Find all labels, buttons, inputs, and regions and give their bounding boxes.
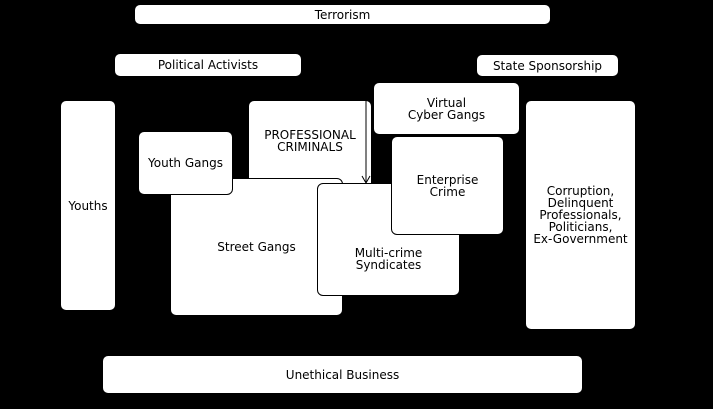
political-activists-label: Political Activists — [157, 58, 259, 72]
virtual-cyber-gangs-box: Virtual Cyber Gangs — [373, 82, 520, 135]
corruption-box: Corruption, Delinquent Professionals, Po… — [525, 100, 636, 330]
multi-crime-syndicates-label: Multi-crime Syndicates — [354, 245, 423, 272]
youth-gangs-box: Youth Gangs — [138, 131, 233, 195]
state-sponsorship-label: State Sponsorship — [492, 58, 603, 73]
terrorism-label: Terrorism — [314, 7, 371, 22]
street-gangs-box: Street Gangs — [170, 178, 343, 316]
virtual-cyber-gangs-label: Virtual Cyber Gangs — [407, 95, 486, 122]
youths-box: Youths — [60, 100, 116, 311]
state-sponsorship-box: State Sponsorship — [476, 54, 619, 77]
enterprise-crime-box: Enterprise Crime — [391, 136, 504, 235]
political-activists-box: Political Activists — [114, 53, 302, 77]
street-gangs-label: Street Gangs — [217, 240, 296, 254]
unethical-business-label: Unethical Business — [285, 367, 400, 382]
unethical-business-box: Unethical Business — [102, 355, 583, 394]
corruption-label: Corruption, Delinquent Professionals, Po… — [533, 184, 628, 246]
youth-gangs-label: Youth Gangs — [148, 156, 223, 170]
professional-criminals-box: PROFESSIONAL CRIMINALS — [248, 100, 372, 190]
terrorism-box: Terrorism — [134, 4, 551, 25]
youths-label: Youths — [68, 198, 108, 213]
enterprise-crime-label: Enterprise Crime — [416, 172, 479, 199]
professional-criminals-label: PROFESSIONAL CRIMINALS — [264, 128, 356, 154]
